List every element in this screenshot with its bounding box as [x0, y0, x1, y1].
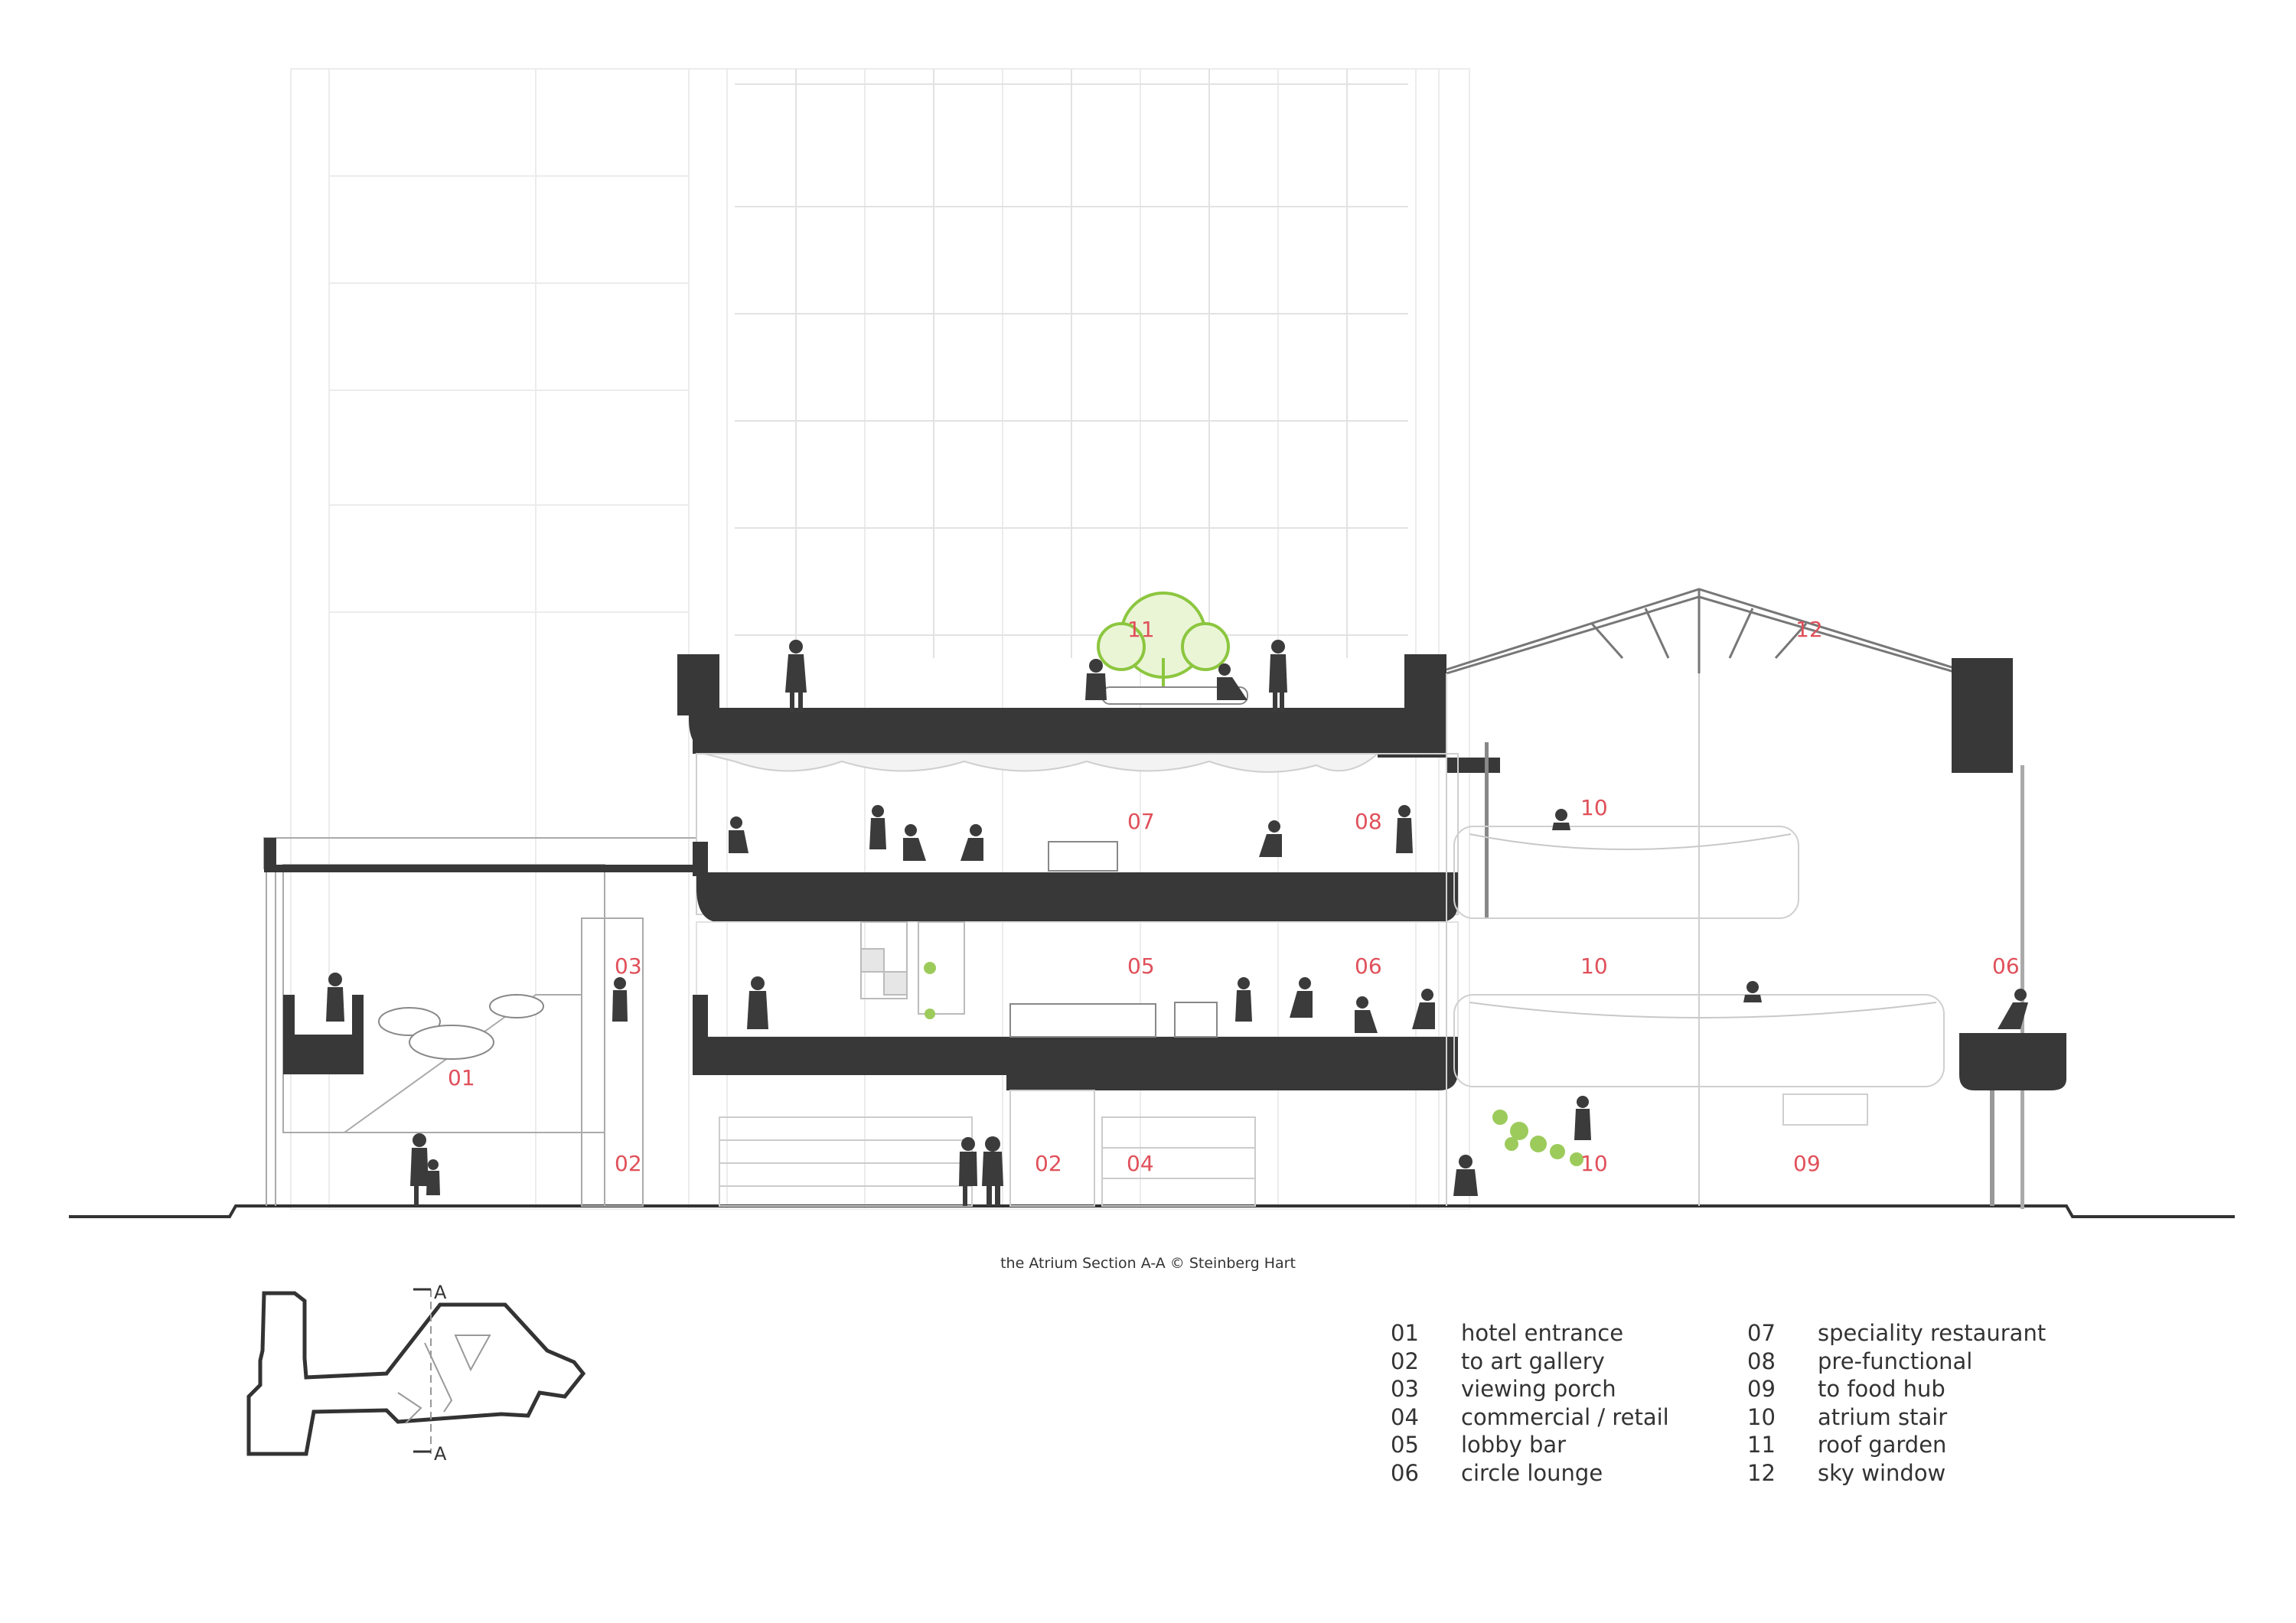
legend-text: sky window [1818, 1459, 1946, 1486]
people-silhouettes [326, 640, 2028, 1206]
legend-number: 07 [1747, 1320, 1776, 1346]
zone-labels: 01 02 02 03 04 05 06 06 07 08 09 10 10 1… [448, 617, 2020, 1176]
section-mark-bottom: A [434, 1443, 447, 1465]
atrium-roof [1446, 588, 1960, 675]
legend-number: 06 [1391, 1459, 1419, 1486]
legend-item: 12 sky window [1747, 1460, 2046, 1488]
legend-number: 10 [1747, 1403, 1776, 1430]
zone-label-05: 05 [1127, 953, 1155, 979]
entrance-roof-slab [264, 865, 696, 872]
legend-number: 11 [1747, 1432, 1776, 1458]
zone-label-03: 03 [615, 953, 642, 979]
legend-text: roof garden [1818, 1432, 1947, 1458]
legend-item: 02 to art gallery [1391, 1348, 1669, 1377]
legend-text: circle lounge [1461, 1459, 1603, 1486]
zone-label-10a: 10 [1580, 795, 1608, 820]
legend-number: 01 [1391, 1320, 1419, 1346]
legend-number: 03 [1391, 1376, 1419, 1402]
tower-window-grid [735, 69, 1408, 658]
zone-label-10b: 10 [1580, 953, 1608, 979]
legend-item: 10 atrium stair [1747, 1404, 2046, 1432]
legend-number: 12 [1747, 1459, 1776, 1486]
legend-text: commercial / retail [1461, 1403, 1669, 1430]
key-plan-outline [246, 1291, 586, 1456]
zone-label-10c: 10 [1580, 1151, 1608, 1176]
legend-number: 08 [1747, 1348, 1776, 1374]
zone-label-06b: 06 [1992, 953, 2020, 979]
cloud-sculpture [378, 994, 544, 1060]
legend-text: to art gallery [1461, 1348, 1605, 1374]
legend-text: atrium stair [1818, 1403, 1948, 1430]
legend-text: lobby bar [1461, 1432, 1567, 1458]
legend-item: 01 hotel entrance [1391, 1320, 1669, 1348]
legend-number: 02 [1391, 1348, 1419, 1374]
zone-label-01: 01 [448, 1065, 475, 1090]
key-plan: A A [246, 1282, 586, 1465]
roof-garden-block [677, 654, 1500, 773]
zone-label-02b: 02 [1035, 1151, 1062, 1176]
zone-label-02a: 02 [615, 1151, 642, 1176]
zone-label-06a: 06 [1355, 953, 1382, 979]
zone-label-12: 12 [1795, 617, 1823, 642]
legend-number: 09 [1747, 1376, 1776, 1402]
legend-number: 05 [1391, 1432, 1419, 1458]
legend-item: 04 commercial / retail [1391, 1404, 1669, 1432]
drawing-caption: the Atrium Section A-A © Steinberg Hart [1000, 1255, 1296, 1272]
lobby-level [693, 921, 1459, 1090]
legend-text: speciality restaurant [1818, 1320, 2047, 1346]
ground-line [69, 1204, 2235, 1218]
legend-item: 03 viewing porch [1391, 1376, 1669, 1404]
zone-label-09: 09 [1793, 1151, 1821, 1176]
legend-column-right: 07 speciality restaurant 08 pre-functional… [1747, 1320, 2046, 1488]
legend-text: to food hub [1818, 1376, 1945, 1402]
zone-label-08: 08 [1355, 809, 1382, 834]
legend-column-left: 01 hotel entrance 02 to art gallery 03 view… [1391, 1320, 1669, 1488]
legend-text: pre-functional [1818, 1348, 1973, 1374]
atrium-plants [924, 962, 1583, 1166]
legend-item: 09 to food hub [1747, 1376, 2046, 1404]
legend-item: 11 roof garden [1747, 1432, 2046, 1460]
legend-item: 06 circle lounge [1391, 1460, 1669, 1488]
section-mark-top: A [434, 1282, 447, 1303]
legend-number: 04 [1391, 1403, 1419, 1430]
zone-label-07: 07 [1127, 809, 1155, 834]
legend-text: viewing porch [1461, 1376, 1616, 1402]
roof-garden-tree [1097, 592, 1248, 705]
legend-item: 07 speciality restaurant [1747, 1320, 2046, 1348]
legend-text: hotel entrance [1461, 1320, 1624, 1346]
zone-label-11: 11 [1127, 617, 1155, 642]
entrance-parapet [264, 838, 276, 872]
atrium-structure [1446, 658, 2066, 1209]
legend-item: 08 pre-functional [1747, 1348, 2046, 1377]
zone-label-04: 04 [1127, 1151, 1154, 1176]
legend-item: 05 lobby bar [1391, 1432, 1669, 1460]
